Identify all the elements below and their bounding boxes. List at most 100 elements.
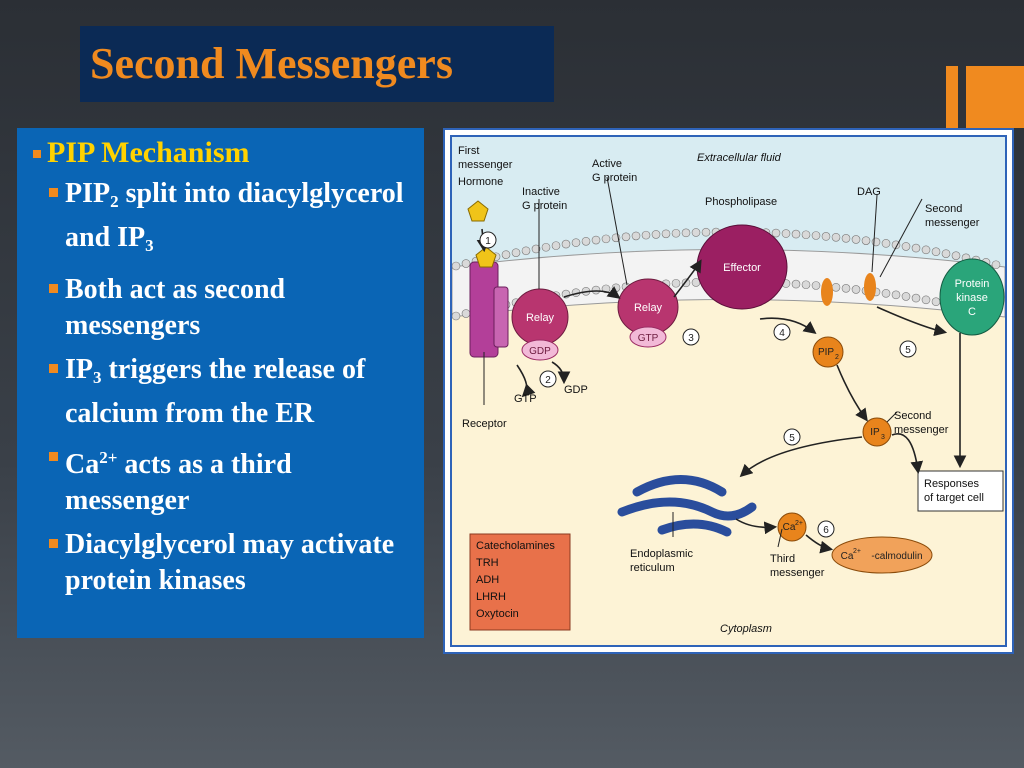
phospholipid-head xyxy=(661,229,671,239)
bullet-icon xyxy=(49,452,58,461)
calcium-icon xyxy=(777,512,807,542)
title-box: Second Messengers xyxy=(80,26,554,102)
phospholipid-head xyxy=(591,285,601,295)
phospholipid-head xyxy=(461,309,471,318)
hormone-list: Catecholamines TRH ADH LHRH Oxytocin xyxy=(476,540,555,620)
phospholipid-head xyxy=(501,250,511,259)
bullet-icon xyxy=(49,364,58,373)
svg-text:G protein: G protein xyxy=(592,172,637,184)
phospholipid-head xyxy=(821,232,831,241)
phospholipid-head xyxy=(581,236,591,246)
phospholipid-head xyxy=(521,246,531,256)
phospholipid-head xyxy=(811,281,821,290)
phospholipid-head xyxy=(452,261,461,271)
svg-text:ADH: ADH xyxy=(476,574,499,586)
svg-text:Effector: Effector xyxy=(723,262,761,274)
svg-text:messenger: messenger xyxy=(925,217,980,229)
phospholipid-head xyxy=(881,289,891,298)
svg-text:PIP: PIP xyxy=(818,347,834,358)
svg-text:Protein: Protein xyxy=(955,278,990,290)
svg-text:Extracellular fluid: Extracellular fluid xyxy=(697,152,782,164)
phospholipid-head xyxy=(511,248,521,257)
svg-text:Relay: Relay xyxy=(634,302,663,314)
pathway-diagram: 1 2 3 4 5 5 6 First messenger Hormone Ex… xyxy=(452,137,1005,635)
bullet-panel: PIP Mechanism PIP2 split into diacylglyc… xyxy=(17,128,424,638)
phospholipid-head xyxy=(771,228,781,238)
decorative-bar xyxy=(966,66,1024,128)
svg-text:kinase: kinase xyxy=(956,292,988,304)
phospholipid-head xyxy=(831,282,841,292)
phospholipid-head xyxy=(651,230,661,239)
phospholipid-head xyxy=(901,242,911,251)
phospholipid-head xyxy=(621,232,631,242)
svg-text:3: 3 xyxy=(881,434,885,441)
svg-text:2: 2 xyxy=(835,354,839,361)
phospholipid-head xyxy=(861,236,871,245)
svg-text:3: 3 xyxy=(688,333,694,344)
phospholipid-head xyxy=(931,247,941,257)
svg-text:Endoplasmic: Endoplasmic xyxy=(630,548,693,560)
phospholipid-head xyxy=(791,229,801,239)
svg-text:4: 4 xyxy=(779,328,785,339)
svg-text:6: 6 xyxy=(823,525,829,536)
gdp-badge xyxy=(521,339,559,361)
phospholipid-head xyxy=(841,284,851,293)
bullet-icon xyxy=(49,188,58,197)
phospholipid-head xyxy=(851,285,861,294)
svg-text:Receptor: Receptor xyxy=(462,418,507,430)
svg-text:GDP: GDP xyxy=(564,384,588,396)
phospholipid-head xyxy=(851,235,861,244)
svg-text:LHRH: LHRH xyxy=(476,591,506,603)
figure-labels: First messenger Hormone Extracellular fl… xyxy=(458,145,984,635)
svg-text:2: 2 xyxy=(545,375,551,386)
svg-text:5: 5 xyxy=(905,345,911,356)
svg-text:reticulum: reticulum xyxy=(630,562,675,574)
phospholipid-head xyxy=(991,260,1001,270)
svg-text:GDP: GDP xyxy=(529,346,551,357)
phospholipid-head xyxy=(452,311,461,321)
slide-title: Second Messengers xyxy=(90,39,453,88)
svg-text:G protein: G protein xyxy=(522,200,567,212)
phospholipid-head xyxy=(781,229,791,238)
gtp-badge xyxy=(629,326,667,348)
hormone-list-box xyxy=(469,533,571,631)
phospholipid-head xyxy=(931,297,941,307)
svg-text:Active: Active xyxy=(592,158,622,170)
svg-text:Second: Second xyxy=(925,203,962,215)
phospholipid-head xyxy=(701,227,711,237)
svg-text:Cytoplasm: Cytoplasm xyxy=(720,623,772,635)
phospholipid-head xyxy=(571,238,581,247)
svg-text:Hormone: Hormone xyxy=(458,176,503,188)
phospholipid-head xyxy=(631,231,641,241)
svg-text:Responses: Responses xyxy=(924,478,980,490)
phospholipid-head xyxy=(671,278,681,288)
phospholipid-head xyxy=(641,230,651,240)
phospholipid-head xyxy=(541,242,551,252)
phospholipid-head xyxy=(911,243,921,253)
bullet-item: Diacylglycerol may activate protein kina… xyxy=(49,527,418,599)
phospholipid-head xyxy=(881,239,891,248)
figure-canvas: 1 2 3 4 5 5 6 First messenger Hormone Ex… xyxy=(450,135,1007,647)
phospholipid-head xyxy=(831,232,841,242)
svg-text:Ca: Ca xyxy=(841,551,854,562)
phospholipid-head xyxy=(811,231,821,240)
bullet-item: IP3 triggers the release of calcium from… xyxy=(49,352,418,432)
svg-text:Third: Third xyxy=(770,553,795,565)
pip-mechanism-figure: 1 2 3 4 5 5 6 First messenger Hormone Ex… xyxy=(443,128,1014,654)
calmodulin-shape xyxy=(831,536,933,574)
endoplasmic-reticulum xyxy=(617,475,757,537)
svg-text:Oxytocin: Oxytocin xyxy=(476,608,519,620)
svg-text:TRH: TRH xyxy=(476,557,499,569)
svg-text:-calmodulin: -calmodulin xyxy=(871,551,922,562)
phospholipid-head xyxy=(461,259,471,268)
svg-text:Phospholipase: Phospholipase xyxy=(705,196,777,208)
phospholipid-head xyxy=(681,228,691,238)
protein-kinase-c xyxy=(939,258,1005,336)
bullet-icon xyxy=(49,539,58,548)
phospholipid-head xyxy=(951,251,961,260)
svg-text:messenger: messenger xyxy=(458,159,513,171)
phospholipid-head xyxy=(941,249,951,258)
bullet-item: Both act as second messengers xyxy=(49,272,418,344)
decorative-bar xyxy=(946,66,958,128)
svg-text:Ca: Ca xyxy=(783,522,796,533)
